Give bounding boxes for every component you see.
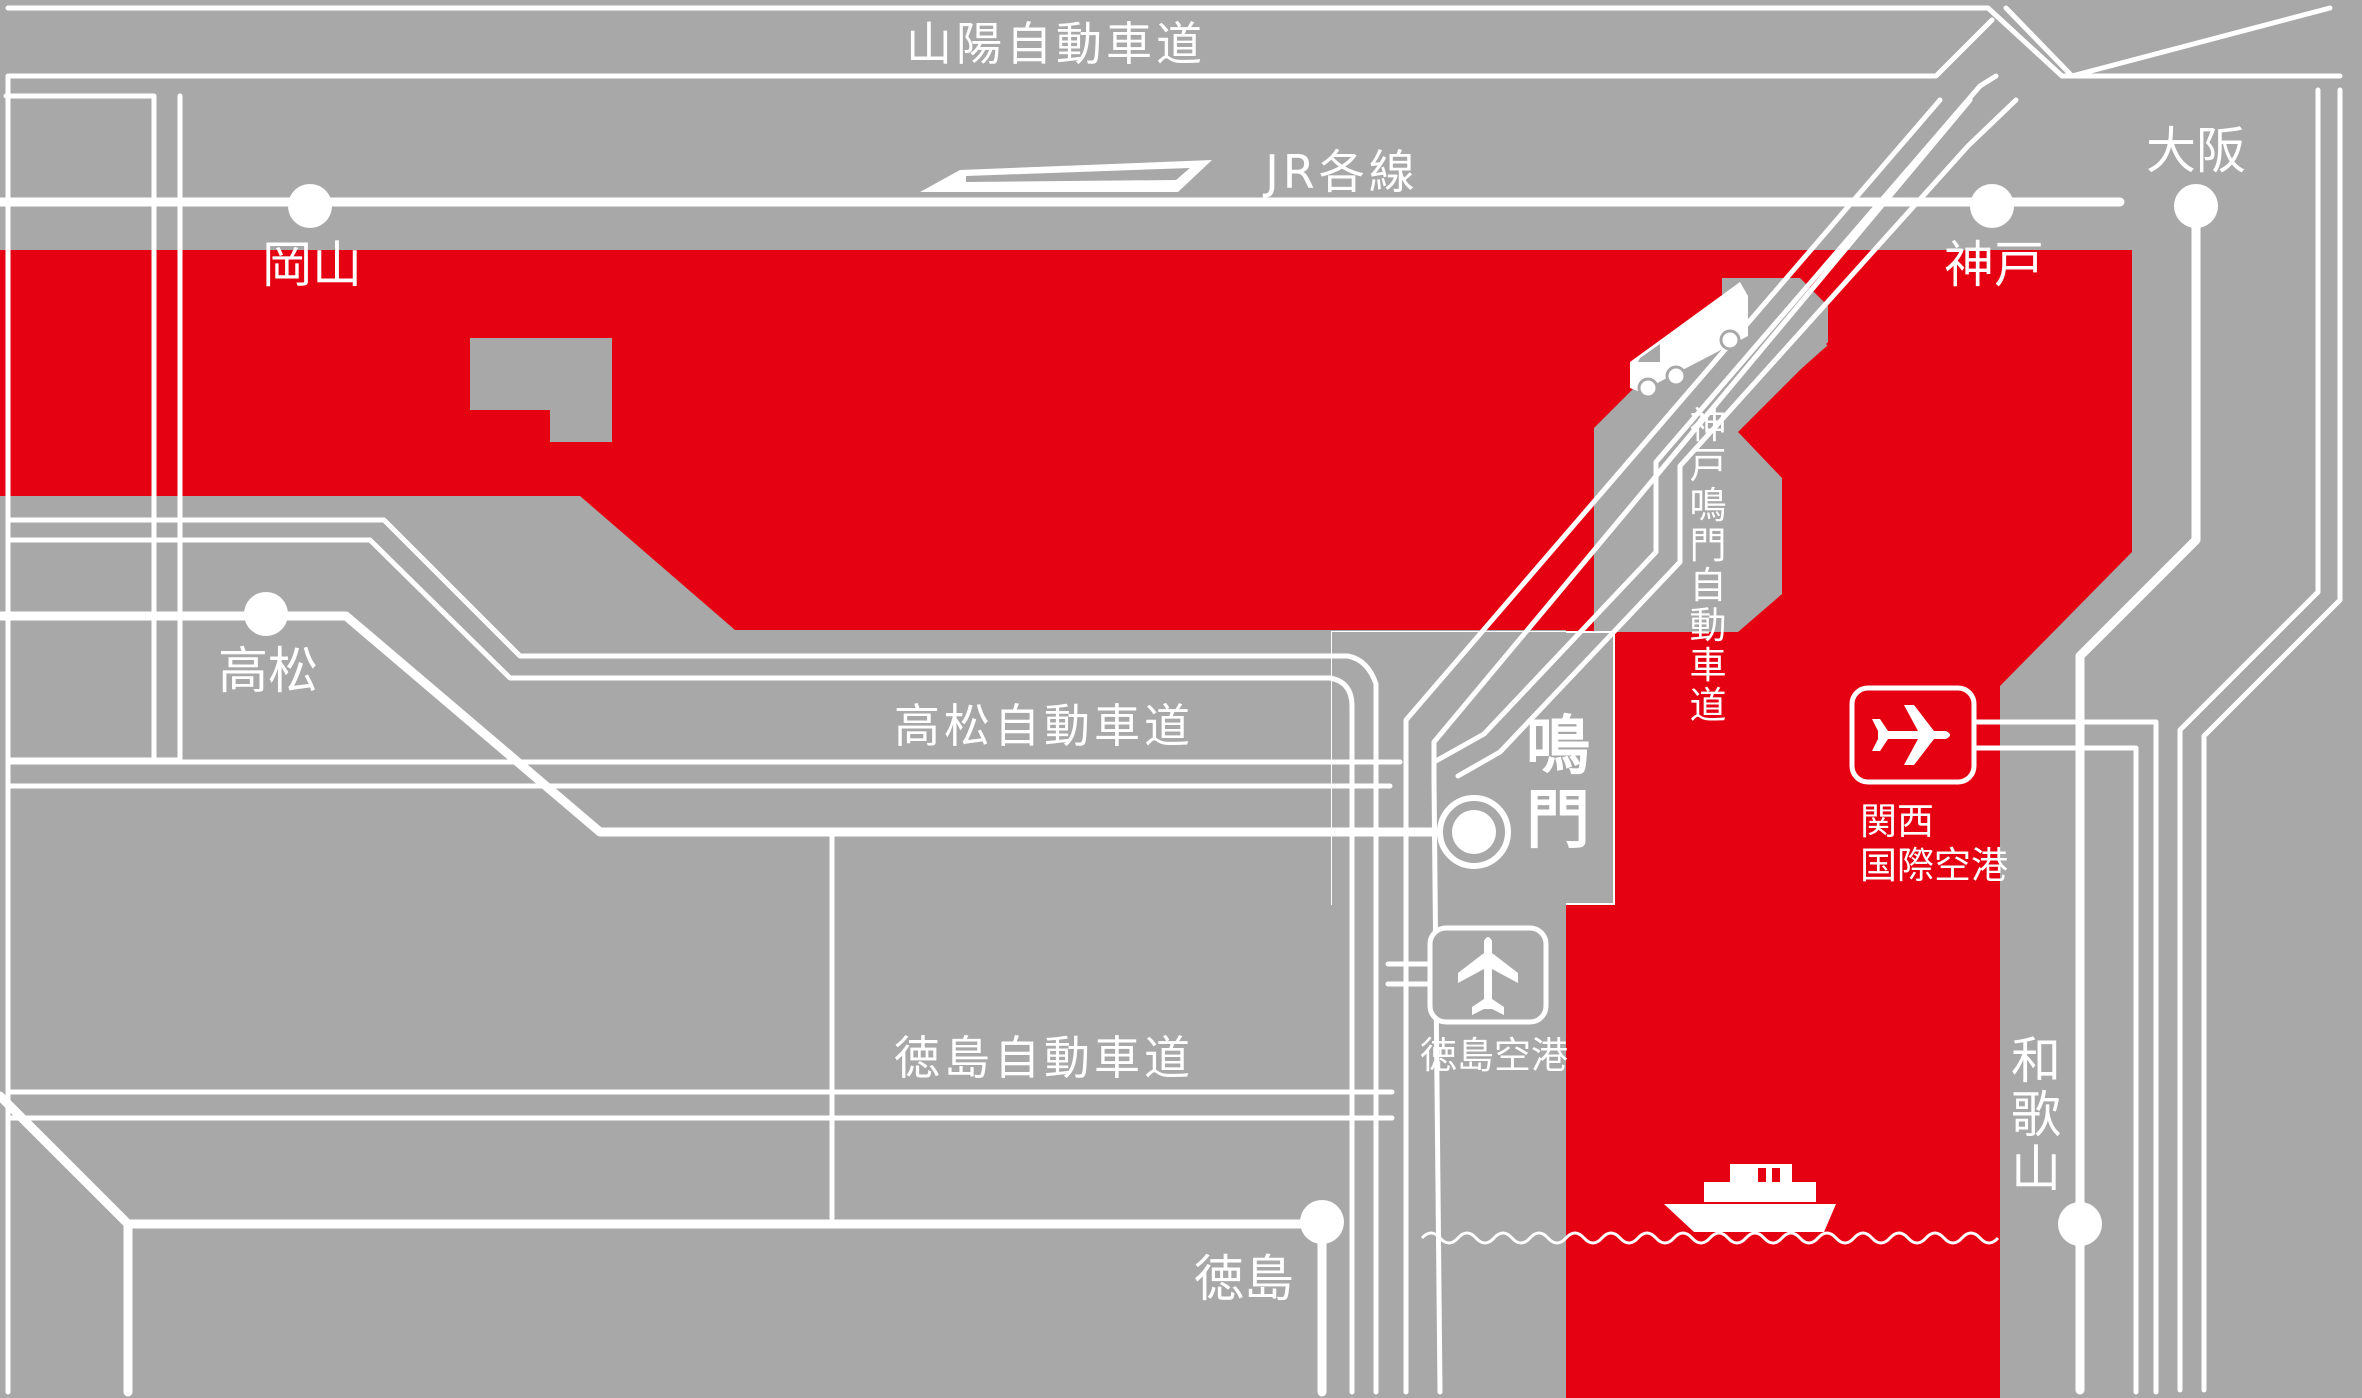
station-wakayama [2058,1202,2102,1246]
label-jr-lines: JR各線 [1262,145,1419,199]
station-takamatsu [244,592,288,636]
sea-area-west [0,250,1722,630]
svg-text:自: 自 [1690,564,1727,607]
svg-text:歌: 歌 [2011,1086,2061,1144]
station-tokushima [1300,1200,1344,1244]
label-kansai-airport-line2: 国際空港 [1860,844,2008,887]
svg-text:鳴: 鳴 [1526,710,1590,784]
svg-text:鳴: 鳴 [1690,484,1727,527]
station-osaka [2174,184,2218,228]
svg-text:和: 和 [2011,1032,2061,1090]
label-osaka: 大阪 [2146,122,2246,180]
svg-text:道: 道 [1690,684,1727,727]
svg-text:動: 動 [1690,604,1727,647]
svg-text:車: 車 [1690,644,1727,687]
tokushima-expressway [5,829,1395,1221]
label-tokushima-expressway: 徳島自動車道 [894,1031,1194,1085]
label-okayama: 岡山 [262,236,362,294]
airport-tokushima-badge [1427,925,1549,1025]
station-kobe [1970,184,2014,228]
label-takamatsu: 高松 [218,642,318,700]
station-okayama [288,184,332,228]
label-kobe: 神戸 [1944,236,2044,294]
sea-area [0,250,2132,1398]
shinkansen-icon [920,160,1212,192]
island [470,338,612,442]
bus-icon [1630,282,1748,399]
svg-text:門: 門 [1690,524,1727,567]
jr-takamatsu-naruto [0,611,1475,837]
label-takamatsu-expressway: 高松自動車道 [894,699,1194,753]
kobe-naruto-expressway [1403,73,2019,1395]
label-tokushima: 徳島 [1194,1250,1294,1308]
sanyo-expressway [5,5,2343,1395]
ship-icon [1664,1164,1836,1232]
label-tokushima-airport: 徳島空港 [1420,1034,1568,1077]
label-kansai-airport-line1: 関西 [1860,800,1934,843]
label-wakayama: 和 歌 山 [2011,1032,2061,1198]
svg-text:神: 神 [1690,404,1727,447]
label-kobe-naruto-expressway: 神 戸 鳴 門 自 動 車 道 [1690,404,1727,727]
jr-osaka-wakayama [2075,201,2201,1395]
label-sanyo-expressway: 山陽自動車道 [906,17,1206,71]
svg-text:山: 山 [2011,1140,2061,1198]
label-naruto: 鳴 門 [1526,710,1590,858]
takamatsu-expressway [5,517,1403,1395]
svg-text:門: 門 [1526,784,1590,858]
svg-text:戸: 戸 [1690,444,1727,487]
jr-tokushima [0,1091,1327,1397]
sea-waves [1420,1231,2000,1245]
airport-kansai-badge [1849,685,1977,785]
